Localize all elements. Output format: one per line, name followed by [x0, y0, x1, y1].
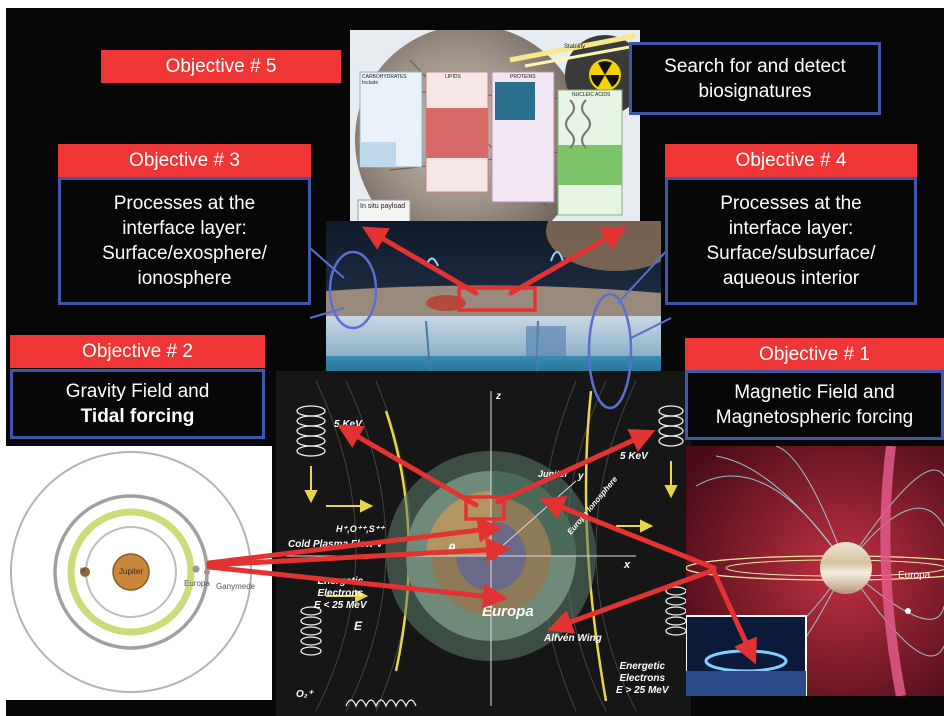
objective-1-line-2: Magnetospheric forcing [715, 407, 914, 428]
kev-right-label: 5 KeV [620, 451, 648, 462]
cold-plasma-label: Cold Plasma Flow V [288, 539, 384, 550]
energetic-high-line-3: E > 25 MeV [616, 685, 669, 696]
objective-4-line-3: Surface/subsurface/ [706, 243, 876, 264]
arrow-to-obj3 [361, 226, 479, 296]
objective-1-header: Objective # 1 [685, 338, 944, 371]
stability-label: Stability [564, 44, 586, 50]
io-orbit-label: Io [80, 568, 86, 574]
energetic-high-label: Energetic Electrons E > 25 MeV [616, 661, 669, 697]
o2-label: O₂⁺ [296, 689, 313, 700]
objective-4-line-1: Processes at the [720, 193, 862, 214]
biosignature-image: CARBOHYDRATES Include LIPIDS PROTEINS NU… [350, 30, 640, 226]
objective-1-line-1: Magnetic Field and [734, 382, 895, 403]
objective-2-line-1: Gravity Field and [65, 381, 210, 402]
nucleic-acids-label: NUCLEIC ACIDS [572, 92, 611, 98]
objective-3-line-2: interface layer: [122, 218, 247, 239]
arrow-field-3 [711, 569, 757, 665]
objective-3-header: Objective # 3 [58, 144, 311, 177]
arrow-orbit-3 [206, 564, 508, 609]
biosignature-graphic [350, 30, 640, 226]
proteins-label: PROTEINS [510, 74, 536, 80]
objective-5-line-1: Search for and detect [664, 55, 846, 77]
right-interface-ellipse [587, 292, 633, 410]
objective-5-header: Objective # 5 [101, 50, 341, 83]
z-axis-label: z [496, 391, 501, 402]
ganymede-orbit-label: Ganymede [216, 582, 256, 591]
objective-3-line-4: ionosphere [137, 268, 232, 289]
arrow-up-left [336, 424, 479, 508]
highlight-overlay [309, 245, 672, 410]
energetic-low-line-3: E < 25 MeV [314, 600, 367, 611]
ice-shell-image [326, 221, 661, 389]
alfven-wing-label: Alfvén Wing [544, 633, 602, 644]
arrow-orbit-2 [206, 537, 511, 568]
arrow-orbit-1 [206, 517, 503, 566]
slide-background: CARBOHYDRATES Include LIPIDS PROTEINS NU… [6, 8, 944, 716]
objective-3-line-1: Processes at the [113, 193, 256, 214]
arrow-to-obj4 [508, 226, 628, 296]
objective-3-box: Processes at the interface layer: Surfac… [58, 177, 311, 305]
ice-shell-highlight-box [457, 286, 537, 312]
ice-shell-graphic [326, 221, 661, 389]
lipids-label: LIPIDS [445, 74, 461, 80]
arrow-field-1 [539, 496, 717, 571]
x-axis-label: x [624, 559, 631, 571]
magnetosphere-graphic [276, 371, 691, 716]
e0-label: E [354, 619, 363, 633]
magnetosphere-image: Cold Plasma Flow V H⁺,O⁺⁺,S⁺⁺ Energetic … [276, 371, 691, 716]
energetic-high-line-2: Electrons [619, 673, 666, 684]
arrow-overlay [206, 226, 757, 665]
objective-1-box: Magnetic Field and Magnetospheric forcin… [685, 370, 944, 440]
objective-5-line-2: biosignatures [698, 80, 812, 102]
objective-2-header: Objective # 2 [10, 335, 265, 368]
europa-field-label: Europa [898, 570, 931, 581]
objective-2-box: Gravity Field and Tidal forcing [10, 369, 265, 439]
objective-3-line-3: Surface/exosphere/ [102, 243, 267, 264]
y-axis-label: y [578, 471, 584, 482]
europa-orbit-label: Europa [184, 579, 210, 588]
objective-4-header: Objective # 4 [665, 144, 917, 177]
in-situ-payload-label: In situ payload [360, 203, 406, 210]
left-interface-ellipse [328, 250, 378, 330]
energetic-low-line-2: Electrons [317, 588, 364, 599]
jupiter-field-image: Europa [686, 446, 944, 696]
orbit-image: Jupiter Europa Ganymede Io [6, 446, 272, 700]
objective-4-line-4: aqueous interior [722, 268, 860, 289]
jupiter-orbit-label: Jupiter [119, 567, 144, 576]
arrow-field-2 [547, 567, 717, 634]
jupiter-field-graphic [686, 446, 944, 696]
energetic-high-line-1: Energetic [619, 661, 666, 672]
jupiter-direction-label: Jupiter [538, 469, 569, 479]
theta-label: θ [448, 541, 456, 556]
objective-2-line-2: Tidal forcing [80, 406, 195, 427]
objective-5-box: Search for and detect biosignatures [629, 42, 881, 115]
objective-4-line-2: interface layer: [728, 218, 854, 239]
objective-4-box: Processes at the interface layer: Surfac… [665, 177, 917, 305]
carbohydrates-label: CARBOHYDRATES Include [362, 74, 407, 86]
ions-label: H⁺,O⁺⁺,S⁺⁺ [336, 524, 385, 534]
arrow-up-right [495, 429, 656, 505]
